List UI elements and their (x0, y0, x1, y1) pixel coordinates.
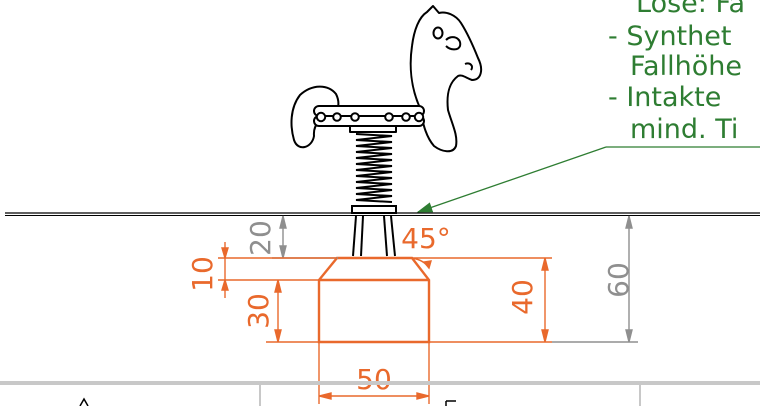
dimension-label-20: 20 (244, 220, 277, 256)
dimension-footing-width (318, 342, 430, 404)
dimension-anchor-cover (272, 215, 338, 259)
annotation-notes: Lose: Fa - Synthet Fallhöhe - Intakte mi… (608, 0, 745, 145)
dimension-footing-body (266, 279, 319, 343)
note-line-5: mind. Ti (630, 114, 738, 145)
dimension-overall-depth (552, 215, 638, 343)
dimension-label-60: 60 (602, 262, 635, 298)
spring-horse-figure-icon (290, 5, 483, 153)
coil-spring-icon (351, 133, 397, 214)
dimension-chamfer (218, 242, 337, 298)
concrete-footing (317, 256, 431, 344)
note-line-3: Fallhöhe (630, 51, 742, 82)
note-line-4: - Intakte (608, 82, 721, 113)
dimension-label-10: 10 (186, 256, 219, 292)
dimension-chamfer-angle (411, 257, 432, 270)
dimension-label-30: 30 (242, 293, 275, 329)
title-block-frame (0, 381, 760, 407)
dimension-label-50: 50 (356, 363, 392, 396)
note-line-2: - Synthet (608, 21, 731, 52)
dimension-label-40: 40 (506, 279, 539, 315)
dimension-footing-total (412, 257, 552, 343)
note-line-1: Lose: Fa (636, 0, 745, 19)
anchor-posts (352, 215, 396, 257)
dimension-label-45-degrees: 45° (401, 222, 451, 255)
annotation-leader (416, 146, 760, 213)
